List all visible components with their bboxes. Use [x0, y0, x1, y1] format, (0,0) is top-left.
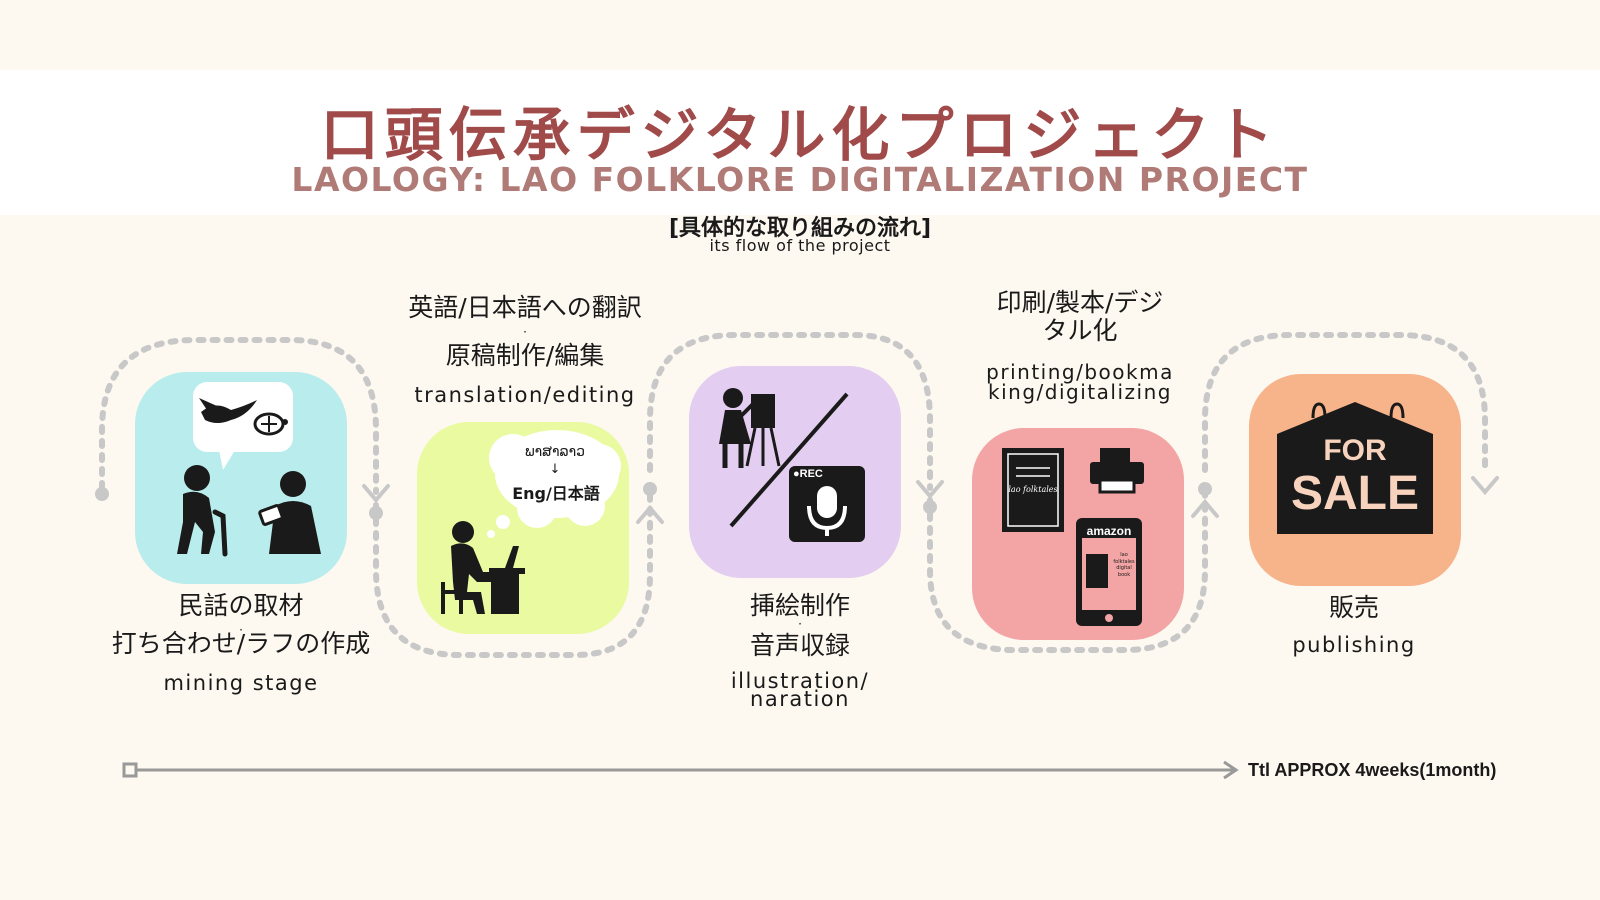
step-card-illustration: ●REC — [689, 366, 901, 578]
step-label-translation-jp-1: 英語/日本語への翻訳 — [408, 293, 642, 322]
step-label-illustration-jp-2: 音声収録 — [749, 631, 850, 660]
illustration-recording-icon — [719, 388, 865, 542]
step-label-mining-jp-1: 民話の取材 — [178, 591, 304, 620]
step-label-printing-en-1: printing/bookma — [986, 360, 1174, 384]
storytelling-icon — [177, 382, 321, 557]
title-band — [0, 70, 1600, 215]
for-sale-sign-icon — [1277, 402, 1433, 534]
page-title: 口頭伝承デジタル化プロジェクト — [320, 101, 1280, 169]
step-label-printing-jp-2: タル化 — [1042, 316, 1118, 345]
step-separator-dot: · — [798, 617, 802, 631]
step-label-illustration-en-1: illustration/ — [730, 669, 870, 693]
step-label-illustration-en-2: naration — [750, 687, 850, 711]
step-card-translation: ພາສາລາວ ↓ Eng/日本語 — [417, 422, 629, 634]
step-card-printing: lao folktales amazon lao folktales digit… — [972, 428, 1184, 640]
sign-text-for: FOR — [1323, 434, 1387, 467]
step-label-mining-en: mining stage — [163, 671, 319, 695]
sign-text-sale: SALE — [1290, 467, 1419, 520]
step-label-publishing-en: publishing — [1292, 633, 1416, 657]
step-label-mining-jp-2: 打ち合わせ/ラフの作成 — [111, 629, 371, 658]
step-label-translation-jp-2: 原稿制作/編集 — [445, 341, 605, 370]
step-separator-dot: · — [523, 325, 527, 339]
step-label-printing-jp-1: 印刷/製本/デジ — [996, 288, 1164, 317]
step-label-publishing-jp: 販売 — [1328, 593, 1379, 622]
flow-subheading: its flow of the project — [709, 236, 891, 255]
step-label-translation-en: translation/editing — [414, 383, 636, 407]
ebook-title: lao folktales digital book — [1113, 552, 1135, 578]
page-subtitle: LAOLOGY: LAO FOLKLORE DIGITALIZATION PRO… — [291, 160, 1309, 199]
bubble-arrow: ↓ — [549, 462, 561, 477]
step-label-illustration-jp-1: 挿絵制作 — [749, 591, 850, 620]
step-card-mining — [135, 372, 347, 584]
step-card-publishing: FOR SALE — [1249, 374, 1461, 586]
flow-heading: [具体的な取り組みの流れ] — [668, 216, 932, 241]
step-separator-dot: · — [239, 623, 243, 637]
timeline-label: Ttl APPROX 4weeks(1month) — [1248, 760, 1497, 780]
book-title: lao folktales — [1008, 485, 1058, 494]
rec-label: ●REC — [793, 468, 823, 480]
bubble-lao-text: ພາສາລາວ — [524, 444, 586, 460]
amazon-label: amazon — [1086, 524, 1132, 538]
step-label-printing-en-2: king/digitalizing — [988, 380, 1172, 404]
printing-icon — [1002, 448, 1144, 626]
bubble-target-text: Eng/日本語 — [512, 484, 600, 503]
translator-icon — [441, 430, 621, 614]
